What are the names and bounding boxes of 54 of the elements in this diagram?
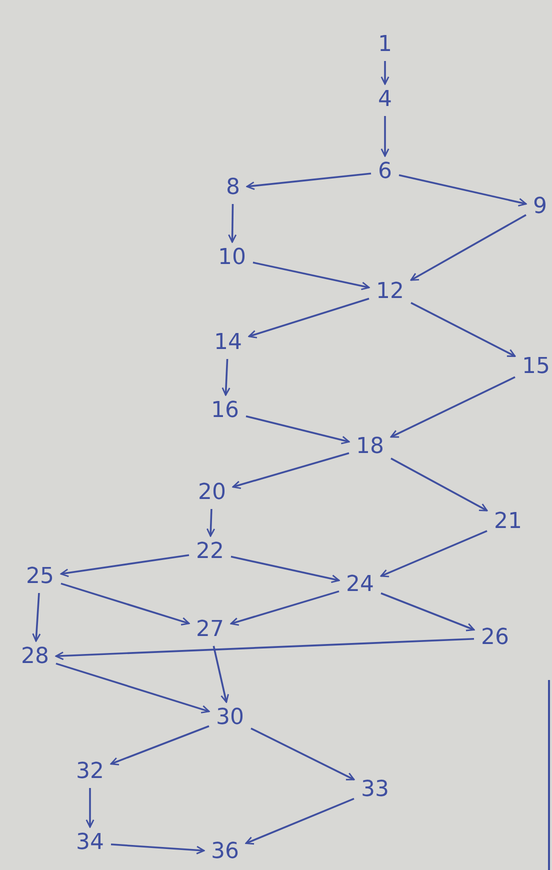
arrow — [110, 725, 210, 766]
node-number: 1 — [376, 33, 394, 57]
arrow — [32, 592, 41, 642]
node-number: 24 — [344, 573, 376, 597]
node-number: 34 — [74, 831, 106, 855]
node-number: 4 — [376, 88, 394, 112]
arrow — [60, 554, 190, 578]
arrow — [86, 788, 94, 828]
arrow — [380, 530, 488, 578]
arrow — [56, 662, 210, 714]
arrow — [410, 302, 516, 358]
node-number: 12 — [374, 280, 406, 304]
node-number: 16 — [209, 399, 241, 423]
node-number: 21 — [492, 510, 524, 534]
node-number: 18 — [354, 435, 386, 459]
node-number: 20 — [196, 481, 228, 505]
arrow — [232, 452, 350, 490]
node-number: 25 — [24, 565, 56, 589]
arrow — [398, 174, 527, 206]
arrow — [230, 556, 340, 584]
arrow — [248, 298, 370, 338]
node-number: 9 — [531, 195, 549, 219]
node-number: 15 — [520, 355, 552, 379]
arrow — [55, 638, 474, 660]
arrow — [246, 415, 350, 444]
node-number: 6 — [376, 160, 394, 184]
arrow — [230, 590, 340, 626]
arrow — [60, 582, 190, 626]
node-number: 33 — [359, 778, 391, 802]
node-number: 8 — [224, 176, 242, 200]
node-number: 22 — [194, 540, 226, 564]
node-number: 10 — [216, 246, 248, 270]
arrow — [206, 508, 216, 537]
arrow — [246, 172, 372, 190]
arrow — [228, 204, 237, 243]
arrow — [410, 214, 526, 281]
node-number: 30 — [214, 706, 246, 730]
node-number: 32 — [74, 760, 106, 784]
node-number: 14 — [212, 331, 244, 355]
arrow — [390, 376, 516, 438]
arrow — [380, 116, 390, 157]
node-number: 26 — [479, 626, 511, 650]
node-number: 36 — [209, 840, 241, 864]
arrow — [222, 358, 230, 396]
arrow — [380, 61, 390, 85]
node-number: 28 — [19, 645, 51, 669]
arrow — [250, 728, 355, 780]
arrow — [245, 798, 354, 845]
arrow — [212, 646, 229, 703]
arrow — [380, 592, 475, 632]
node-number: 27 — [194, 618, 226, 642]
arrow — [252, 262, 370, 290]
arrow — [110, 844, 205, 854]
arrow — [390, 458, 488, 512]
